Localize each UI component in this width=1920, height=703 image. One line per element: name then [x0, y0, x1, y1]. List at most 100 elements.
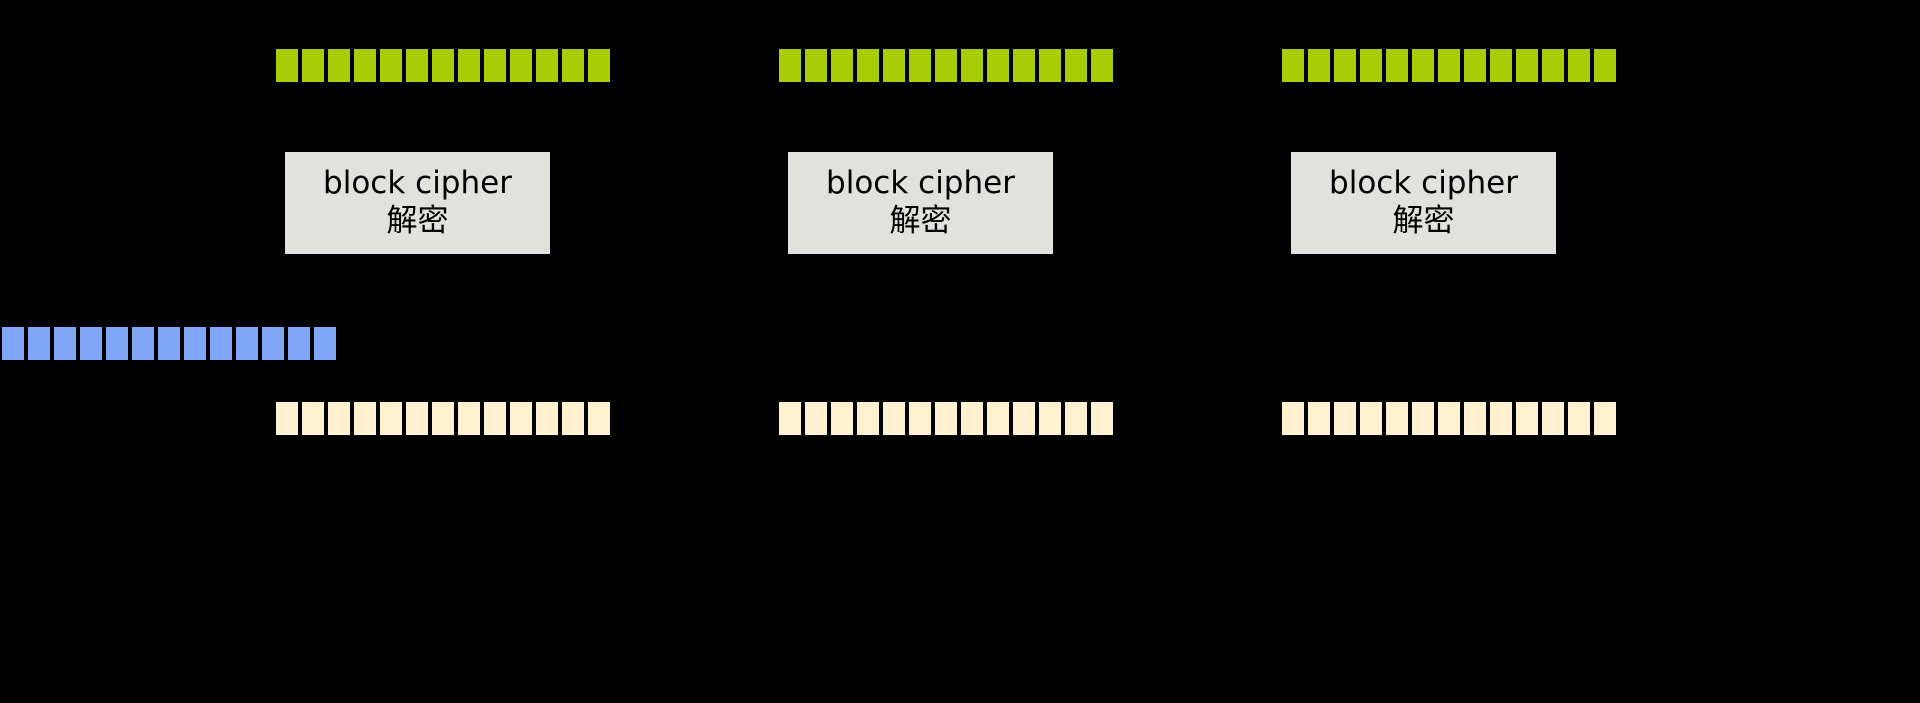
ciphertext-block	[1386, 49, 1408, 82]
iv-block	[184, 327, 206, 360]
plaintext-block	[1516, 402, 1538, 435]
plaintext-block	[562, 402, 584, 435]
plaintext-block	[1091, 402, 1113, 435]
decrypt-label: 解密	[386, 203, 449, 239]
iv-block	[132, 327, 154, 360]
block-cipher-label: block cipher	[1329, 165, 1518, 202]
plaintext-block	[1039, 402, 1061, 435]
ciphertext-block	[909, 49, 931, 82]
ciphertext-block	[1308, 49, 1330, 82]
plaintext-block	[302, 402, 324, 435]
plaintext-block	[909, 402, 931, 435]
ciphertext-block	[1464, 49, 1486, 82]
plaintext-group-2	[779, 402, 1113, 435]
plaintext-block	[510, 402, 532, 435]
plaintext-block	[961, 402, 983, 435]
ciphertext-block	[1065, 49, 1087, 82]
plaintext-block	[987, 402, 1009, 435]
ciphertext-block	[510, 49, 532, 82]
ciphertext-block	[458, 49, 480, 82]
ciphertext-block	[588, 49, 610, 82]
ciphertext-block	[1594, 49, 1616, 82]
plaintext-block	[432, 402, 454, 435]
plaintext-block	[588, 402, 610, 435]
plaintext-block	[1464, 402, 1486, 435]
iv-block	[236, 327, 258, 360]
ciphertext-block	[380, 49, 402, 82]
plaintext-block	[935, 402, 957, 435]
plaintext-block	[406, 402, 428, 435]
plaintext-block	[1360, 402, 1382, 435]
ciphertext-block	[1438, 49, 1460, 82]
ciphertext-block	[1282, 49, 1304, 82]
iv-block	[262, 327, 284, 360]
decrypt-label: 解密	[1392, 203, 1455, 239]
iv-block	[314, 327, 336, 360]
plaintext-block	[1594, 402, 1616, 435]
block-cipher-label: block cipher	[323, 165, 512, 202]
plaintext-group-3	[1282, 402, 1616, 435]
ciphertext-block	[562, 49, 584, 82]
iv-block	[28, 327, 50, 360]
ciphertext-block	[857, 49, 879, 82]
ciphertext-group-1	[276, 49, 610, 82]
iv-group	[2, 327, 336, 360]
iv-block	[2, 327, 24, 360]
iv-block	[106, 327, 128, 360]
iv-block	[80, 327, 102, 360]
plaintext-block	[1438, 402, 1460, 435]
ciphertext-block	[536, 49, 558, 82]
plaintext-block	[1386, 402, 1408, 435]
ciphertext-block	[276, 49, 298, 82]
ciphertext-block	[1091, 49, 1113, 82]
plaintext-block	[484, 402, 506, 435]
iv-block	[288, 327, 310, 360]
ciphertext-block	[328, 49, 350, 82]
ciphertext-block	[1412, 49, 1434, 82]
plaintext-block	[1282, 402, 1304, 435]
plaintext-block	[1334, 402, 1356, 435]
ciphertext-block	[961, 49, 983, 82]
plaintext-block	[1013, 402, 1035, 435]
ciphertext-block	[1360, 49, 1382, 82]
plaintext-block	[805, 402, 827, 435]
ciphertext-block	[484, 49, 506, 82]
ciphertext-block	[1334, 49, 1356, 82]
ciphertext-block	[805, 49, 827, 82]
ciphertext-group-3	[1282, 49, 1616, 82]
plaintext-block	[779, 402, 801, 435]
ciphertext-block	[1516, 49, 1538, 82]
plaintext-block	[276, 402, 298, 435]
plaintext-block	[1542, 402, 1564, 435]
ciphertext-block	[1039, 49, 1061, 82]
plaintext-block	[883, 402, 905, 435]
ciphertext-block	[1490, 49, 1512, 82]
decrypt-label: 解密	[889, 203, 952, 239]
iv-block	[210, 327, 232, 360]
ciphertext-block	[935, 49, 957, 82]
ciphertext-group-2	[779, 49, 1113, 82]
plaintext-block	[380, 402, 402, 435]
plaintext-block	[536, 402, 558, 435]
block-cipher-label: block cipher	[826, 165, 1015, 202]
plaintext-group-1	[276, 402, 610, 435]
ciphertext-block	[406, 49, 428, 82]
ciphertext-block	[883, 49, 905, 82]
iv-block	[158, 327, 180, 360]
ciphertext-block	[779, 49, 801, 82]
plaintext-block	[1568, 402, 1590, 435]
plaintext-block	[354, 402, 376, 435]
plaintext-block	[831, 402, 853, 435]
ciphertext-block	[1542, 49, 1564, 82]
ciphertext-block	[831, 49, 853, 82]
iv-block	[54, 327, 76, 360]
plaintext-block	[1490, 402, 1512, 435]
ciphertext-block	[432, 49, 454, 82]
ciphertext-block	[354, 49, 376, 82]
ciphertext-block	[987, 49, 1009, 82]
plaintext-block	[1308, 402, 1330, 435]
